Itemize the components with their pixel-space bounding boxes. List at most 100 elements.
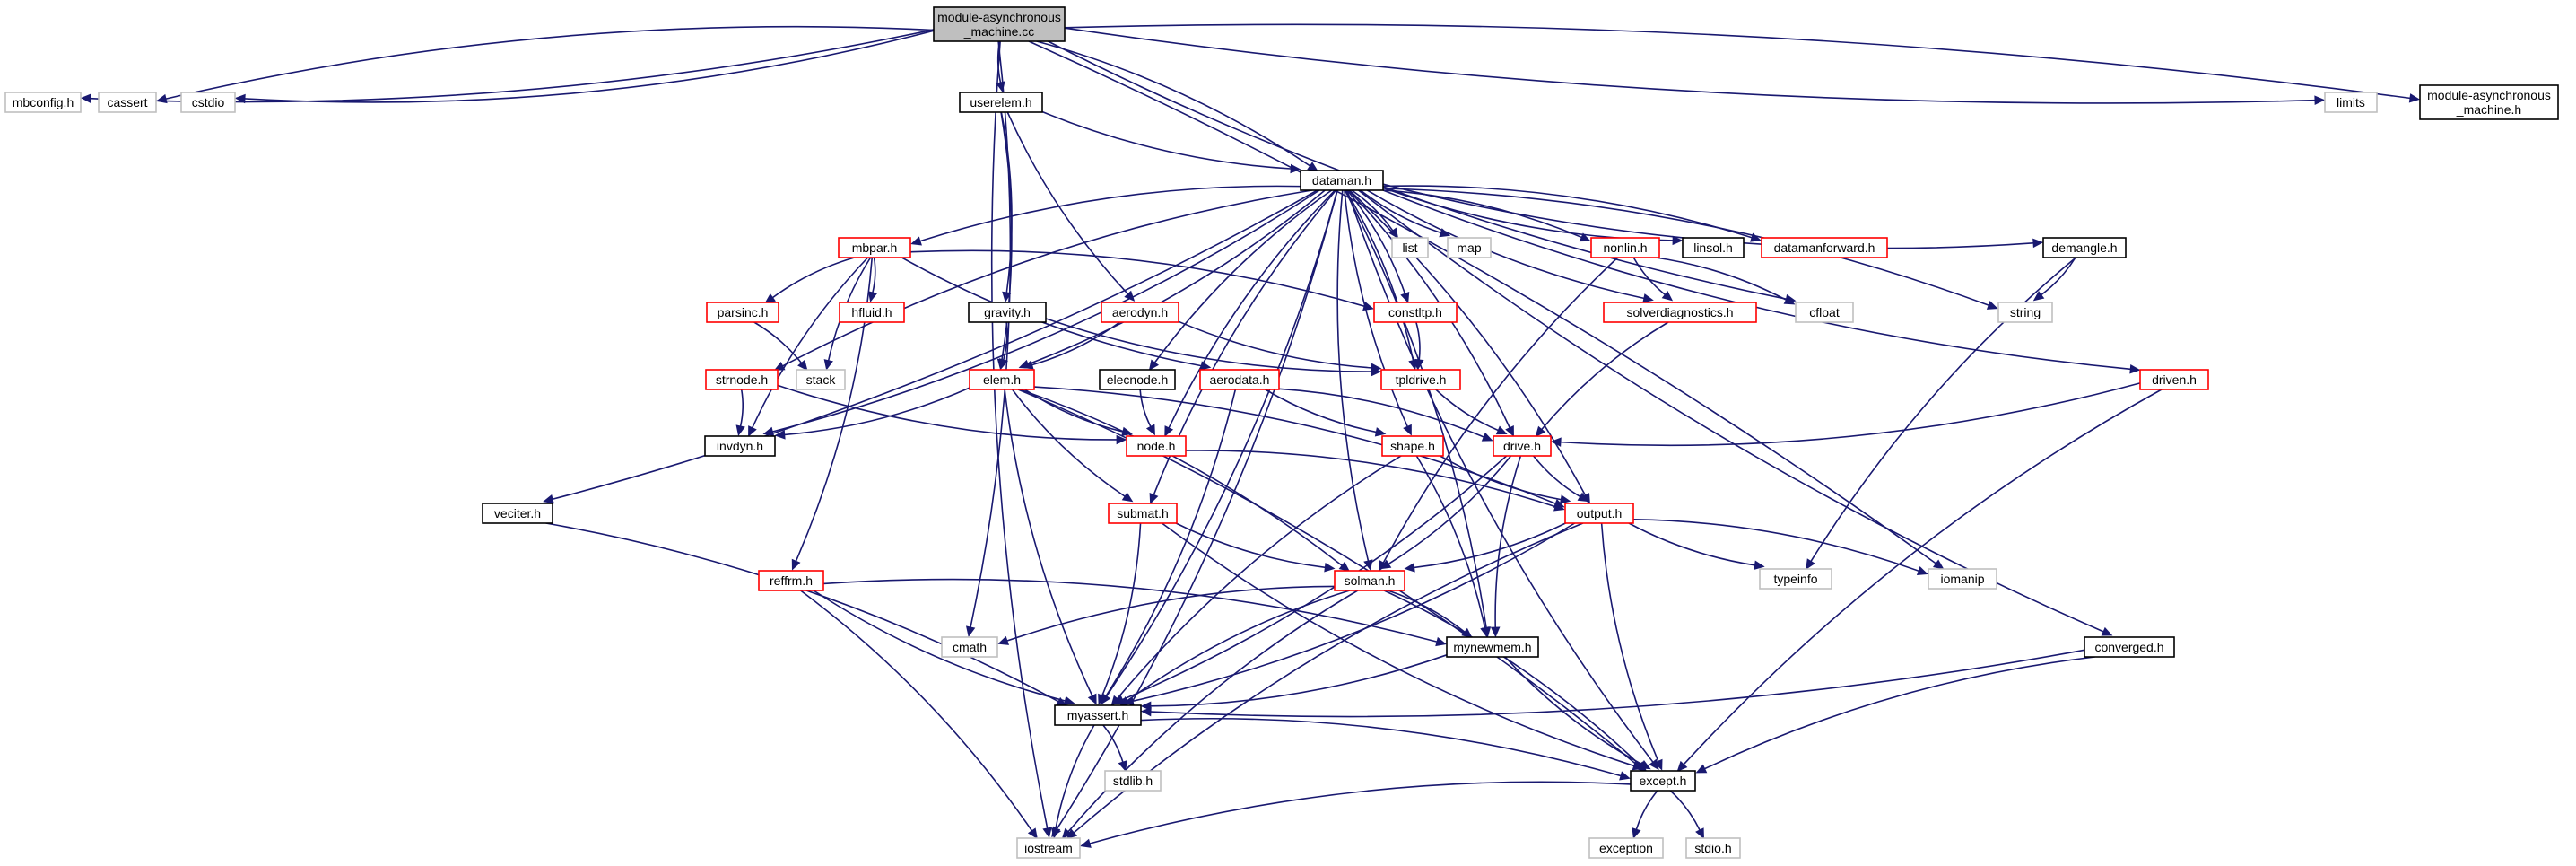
node-box[interactable] [1391, 237, 1429, 258]
node-box[interactable] [1447, 237, 1492, 258]
node-stdlib[interactable]: stdlib.h [1104, 770, 1162, 792]
node-box[interactable] [1997, 302, 2053, 323]
node-stdioh[interactable]: stdio.h [1685, 837, 1741, 859]
node-elem[interactable]: elem.h [969, 369, 1035, 390]
node-shape[interactable]: shape.h [1381, 435, 1444, 457]
node-iomanip[interactable]: iomanip [1928, 568, 1997, 590]
node-box[interactable] [1380, 369, 1461, 390]
node-box[interactable] [1104, 770, 1162, 792]
node-veciter[interactable]: veciter.h [482, 503, 553, 524]
node-typeinfo[interactable]: typeinfo [1759, 568, 1832, 590]
node-dataman[interactable]: dataman.h [1300, 170, 1384, 191]
node-box[interactable] [839, 302, 905, 323]
node-box[interactable] [2042, 237, 2127, 258]
node-box[interactable] [1446, 636, 1539, 658]
node-box[interactable] [1016, 837, 1081, 859]
node-datamanforward[interactable]: datamanforward.h [1761, 237, 1888, 258]
node-box[interactable] [838, 237, 911, 258]
node-limits[interactable]: limits [2324, 92, 2378, 113]
node-box[interactable] [705, 369, 779, 390]
node-box[interactable] [1761, 237, 1888, 258]
node-stack[interactable]: stack [796, 369, 846, 390]
node-cfloat[interactable]: cfloat [1795, 302, 1854, 323]
node-box[interactable] [1493, 435, 1552, 457]
node-demangle[interactable]: demangle.h [2042, 237, 2127, 258]
node-box[interactable] [1590, 237, 1660, 258]
node-reffrm[interactable]: reffrm.h [758, 570, 824, 591]
node-drive[interactable]: drive.h [1493, 435, 1552, 457]
node-linsol[interactable]: linsol.h [1682, 237, 1745, 258]
node-box[interactable] [1685, 837, 1741, 859]
node-box[interactable] [1101, 302, 1179, 323]
node-except[interactable]: except.h [1630, 770, 1696, 792]
node-box[interactable] [941, 636, 998, 658]
node-cmath[interactable]: cmath [941, 636, 998, 658]
node-box[interactable] [2419, 84, 2559, 120]
node-string[interactable]: string [1997, 302, 2053, 323]
node-box[interactable] [2324, 92, 2378, 113]
node-driven[interactable]: driven.h [2139, 369, 2209, 390]
node-box[interactable] [1588, 837, 1664, 859]
node-nonlin[interactable]: nonlin.h [1590, 237, 1660, 258]
node-mynewmem[interactable]: mynewmem.h [1446, 636, 1539, 658]
node-node[interactable]: node.h [1126, 435, 1187, 457]
node-box[interactable] [1334, 570, 1405, 591]
node-invdyn[interactable]: invdyn.h [704, 435, 776, 457]
node-modh[interactable]: module-asynchronous_machine.h [2419, 84, 2559, 120]
node-box[interactable] [1682, 237, 1745, 258]
node-exception[interactable]: exception [1588, 837, 1664, 859]
node-mbconfig[interactable]: mbconfig.h [4, 92, 82, 113]
node-map[interactable]: map [1447, 237, 1492, 258]
node-box[interactable] [968, 302, 1047, 323]
node-gravity[interactable]: gravity.h [968, 302, 1047, 323]
node-box[interactable] [1373, 302, 1458, 323]
node-box[interactable] [758, 570, 824, 591]
node-box[interactable] [1126, 435, 1187, 457]
node-cstdio[interactable]: cstdio [180, 92, 236, 113]
node-elecnode[interactable]: elecnode.h [1099, 369, 1176, 390]
node-mbpar[interactable]: mbpar.h [838, 237, 911, 258]
node-solverdiag[interactable]: solverdiagnostics.h [1603, 302, 1757, 323]
node-box[interactable] [98, 92, 157, 113]
node-box[interactable] [1054, 704, 1142, 726]
node-list[interactable]: list [1391, 237, 1429, 258]
node-box[interactable] [704, 435, 776, 457]
node-parsinc[interactable]: parsinc.h [706, 302, 779, 323]
node-userelem[interactable]: userelem.h [959, 92, 1043, 113]
node-box[interactable] [706, 302, 779, 323]
node-aerodyn[interactable]: aerodyn.h [1101, 302, 1179, 323]
node-box[interactable] [1928, 568, 1997, 590]
node-box[interactable] [1564, 503, 1634, 524]
node-box[interactable] [1630, 770, 1696, 792]
node-tpldrive[interactable]: tpldrive.h [1380, 369, 1461, 390]
node-box[interactable] [1199, 369, 1280, 390]
node-box[interactable] [1381, 435, 1444, 457]
node-myassert[interactable]: myassert.h [1054, 704, 1142, 726]
node-box[interactable] [2084, 636, 2175, 658]
node-output[interactable]: output.h [1564, 503, 1634, 524]
node-aerodata[interactable]: aerodata.h [1199, 369, 1280, 390]
node-converged[interactable]: converged.h [2084, 636, 2175, 658]
node-cassert[interactable]: cassert [98, 92, 157, 113]
node-box[interactable] [482, 503, 553, 524]
node-box[interactable] [1759, 568, 1832, 590]
node-submat[interactable]: submat.h [1108, 503, 1178, 524]
node-iostream[interactable]: iostream [1016, 837, 1081, 859]
node-solman[interactable]: solman.h [1334, 570, 1405, 591]
node-box[interactable] [4, 92, 82, 113]
node-box[interactable] [959, 92, 1043, 113]
node-hfluid[interactable]: hfluid.h [839, 302, 905, 323]
node-box[interactable] [2139, 369, 2209, 390]
node-box[interactable] [969, 369, 1035, 390]
node-strnode[interactable]: strnode.h [705, 369, 779, 390]
node-box[interactable] [1795, 302, 1854, 323]
node-box[interactable] [1300, 170, 1384, 191]
node-box[interactable] [1603, 302, 1757, 323]
node-box[interactable] [796, 369, 846, 390]
node-box[interactable] [1099, 369, 1176, 390]
node-root[interactable]: module-asynchronous_machine.cc [933, 6, 1066, 42]
node-box[interactable] [180, 92, 236, 113]
node-box[interactable] [933, 6, 1066, 42]
node-box[interactable] [1108, 503, 1178, 524]
node-constltp[interactable]: constltp.h [1373, 302, 1458, 323]
